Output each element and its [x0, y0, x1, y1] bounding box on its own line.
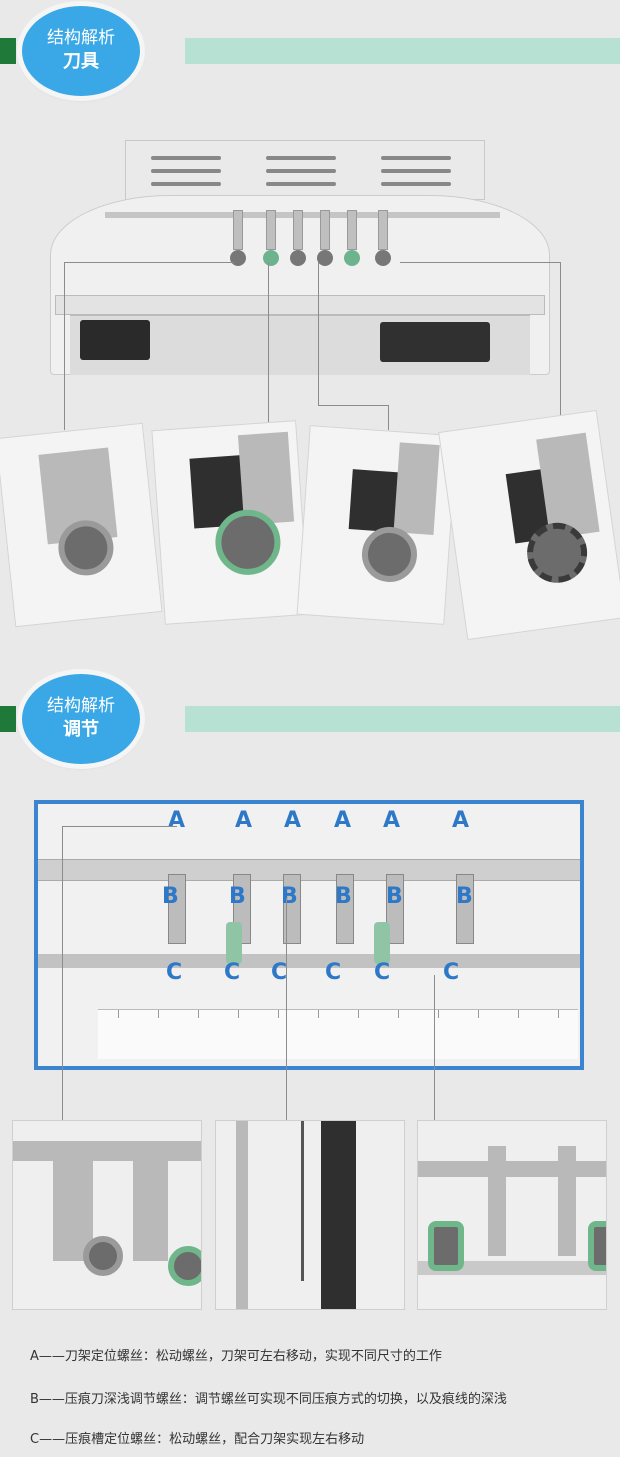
marker-c: C	[443, 960, 460, 985]
marker-a: A	[168, 808, 186, 833]
section-title: 结构解析	[47, 28, 115, 48]
marker-c: C	[374, 960, 391, 985]
marker-a: A	[334, 808, 352, 833]
marker-c: C	[325, 960, 342, 985]
description-b: B——压痕刀深浅调节螺丝：调节螺丝可实现不同压痕方式的切换，以及痕线的深浅	[30, 1392, 507, 1407]
description-c: C——压痕槽定位螺丝：松动螺丝，配合刀架实现左右移动	[30, 1432, 365, 1447]
header-decor-bar	[185, 38, 620, 64]
paper-tray	[55, 295, 545, 315]
back-panel	[125, 140, 485, 200]
marker-a: A	[452, 808, 470, 833]
marker-a: A	[383, 808, 401, 833]
section-header-tools: 结构解析 刀具	[0, 0, 620, 100]
section-title: 结构解析	[47, 696, 115, 716]
section-subtitle: 调节	[63, 719, 99, 740]
marker-c: C	[166, 960, 183, 985]
header-decor-bar	[185, 706, 620, 732]
section-subtitle: 刀具	[63, 51, 99, 72]
closeup-cutter-wheel	[0, 422, 163, 628]
marker-b: B	[229, 884, 246, 909]
section-badge: 结构解析 调节	[22, 674, 140, 764]
closeup-creasing-wheel	[151, 420, 310, 625]
section-badge: 结构解析 刀具	[22, 6, 140, 96]
green-tab-marker	[0, 706, 16, 732]
detail-photo-b	[215, 1120, 405, 1310]
description-a: A——刀架定位螺丝：松动螺丝，刀架可左右移动，实现不同尺寸的工作	[30, 1349, 442, 1364]
measuring-ruler	[98, 1009, 578, 1059]
marker-b: B	[162, 884, 179, 909]
machine-photo	[50, 140, 550, 390]
green-tab-marker	[0, 38, 16, 64]
marker-b: B	[456, 884, 473, 909]
section-header-adjust: 结构解析 调节	[0, 668, 620, 768]
detail-photo-a	[12, 1120, 202, 1310]
closeup-scoring-wheel	[296, 425, 458, 625]
detail-photo-c	[417, 1120, 607, 1310]
groove-shaft	[38, 954, 580, 968]
marker-b: B	[281, 884, 298, 909]
marker-b: B	[335, 884, 352, 909]
marker-a: A	[284, 808, 302, 833]
closeup-perforating-wheel	[438, 409, 620, 641]
marker-b: B	[386, 884, 403, 909]
marker-a: A	[235, 808, 253, 833]
marker-c: C	[271, 960, 288, 985]
motor	[80, 320, 150, 360]
adjustment-photo: A A A A A A B B B B B B C C C C C C	[34, 800, 584, 1070]
tool-rail	[38, 859, 580, 881]
marker-c: C	[224, 960, 241, 985]
drive-unit	[380, 322, 490, 362]
